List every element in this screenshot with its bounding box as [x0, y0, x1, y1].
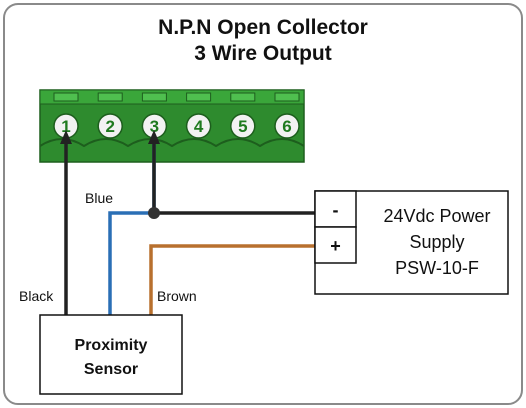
terminal-pin-2-label: 2 [105, 117, 114, 136]
terminal-slot-3 [141, 92, 167, 102]
terminal-block: 1 2 3 4 5 6 [39, 89, 305, 163]
terminal-pin-5-label: 5 [238, 117, 247, 136]
plus-sign: + [330, 236, 341, 256]
terminal-pin-4-screw [185, 113, 212, 139]
black-wire-label: Black [19, 288, 54, 304]
blue-wire-label: Blue [85, 190, 113, 206]
sensor-box [39, 314, 183, 395]
power-supply-line2: Supply [409, 232, 464, 252]
terminal-slot-2 [97, 92, 123, 102]
terminal-pin-3-label: 3 [150, 117, 159, 136]
power-supply-line1: 24Vdc Power [383, 206, 490, 226]
diagram-title-line2: 3 Wire Output [194, 42, 331, 65]
diagram-title-line1: N.P.N Open Collector [158, 16, 368, 39]
terminal-slot-5 [230, 92, 256, 102]
junction-dot [148, 207, 160, 219]
terminal-pin-5-screw [230, 113, 256, 139]
terminal-pin-2-screw [97, 113, 123, 139]
sensor-line2: Sensor [84, 361, 138, 378]
terminal-slot-6 [274, 92, 300, 102]
terminal-slot-1 [53, 92, 79, 102]
black-wire-arrow [60, 130, 72, 144]
terminal-pins: 1 2 3 4 5 6 [53, 113, 300, 139]
terminal-block-wave [39, 138, 305, 148]
terminal-pin-6-label: 6 [282, 117, 291, 136]
terminal-pin-6-screw [274, 113, 300, 139]
pin3-arrow [148, 130, 160, 144]
power-supply: - + 24Vdc Power Supply PSW-10-F [314, 190, 509, 295]
brown-wire-label: Brown [157, 288, 197, 304]
terminal-slot-4 [186, 92, 212, 102]
power-supply-line3: PSW-10-F [395, 258, 479, 278]
terminal-pin-4-label: 4 [194, 117, 204, 136]
minus-sign: - [333, 200, 339, 220]
brown-wire [149, 244, 315, 315]
sensor-line1: Proximity [75, 337, 148, 354]
terminal-pin-1-label: 1 [61, 117, 70, 136]
plus-terminal-box [314, 226, 357, 264]
terminal-slots [53, 92, 300, 102]
wires [60, 130, 315, 315]
proximity-sensor: Proximity Sensor [39, 314, 183, 395]
terminal-block-top-strip [39, 89, 305, 105]
